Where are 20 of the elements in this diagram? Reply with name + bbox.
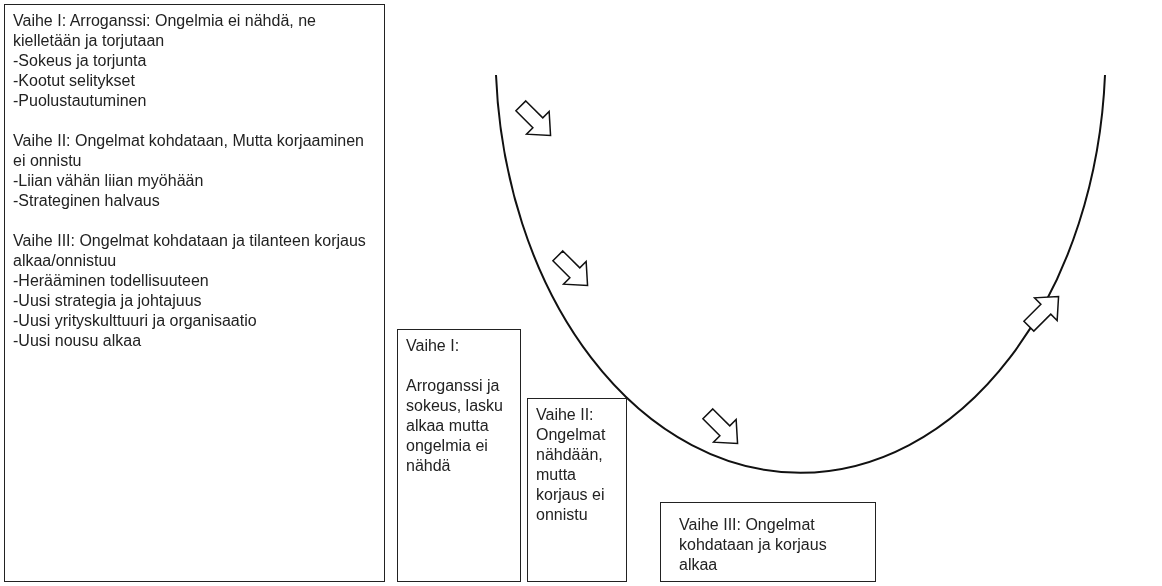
list-item: -Puolustautuminen: [13, 91, 148, 111]
paragraph: Vaihe I: Arroganssi: Ongelmia ei nähdä, ne kielletään ja torjutaan: [13, 11, 317, 51]
list-item: -Kootut selitykset: [13, 71, 136, 91]
paragraph: Arroganssi ja sokeus, lasku alkaa mutta ongelmia ei nähdä: [406, 376, 504, 476]
text-box: [527, 398, 627, 582]
list-item: -Uusi yrityskulttuuri ja organisaatio: [13, 311, 258, 331]
list-item: -Sokeus ja torjunta: [13, 51, 148, 71]
paragraph: Vaihe III: Ongelmat kohdataan ja korjaus alkaa: [679, 515, 828, 575]
text-box: [4, 4, 385, 582]
list-item: -Liian vähän liian myöhään: [13, 171, 205, 191]
list-item: -Herääminen todellisuuteen: [13, 271, 210, 291]
list-item: -Strateginen halvaus: [13, 191, 161, 211]
list-item: -Uusi strategia ja johtajuus: [13, 291, 203, 311]
text-box: [660, 502, 876, 582]
list-item: -Uusi nousu alkaa: [13, 331, 143, 351]
paragraph: Vaihe III: Ongelmat kohdataan ja tilanteen korjaus alkaa/onnistuu: [13, 231, 367, 271]
text-box: [397, 329, 521, 582]
paragraph: Vaihe I:: [406, 336, 461, 356]
paragraph: Vaihe II: Ongelmat nähdään, mutta korjaus ei onnistu: [536, 405, 607, 525]
paragraph: Vaihe II: Ongelmat kohdataan, Mutta korjaaminen ei onnistu: [13, 131, 365, 171]
